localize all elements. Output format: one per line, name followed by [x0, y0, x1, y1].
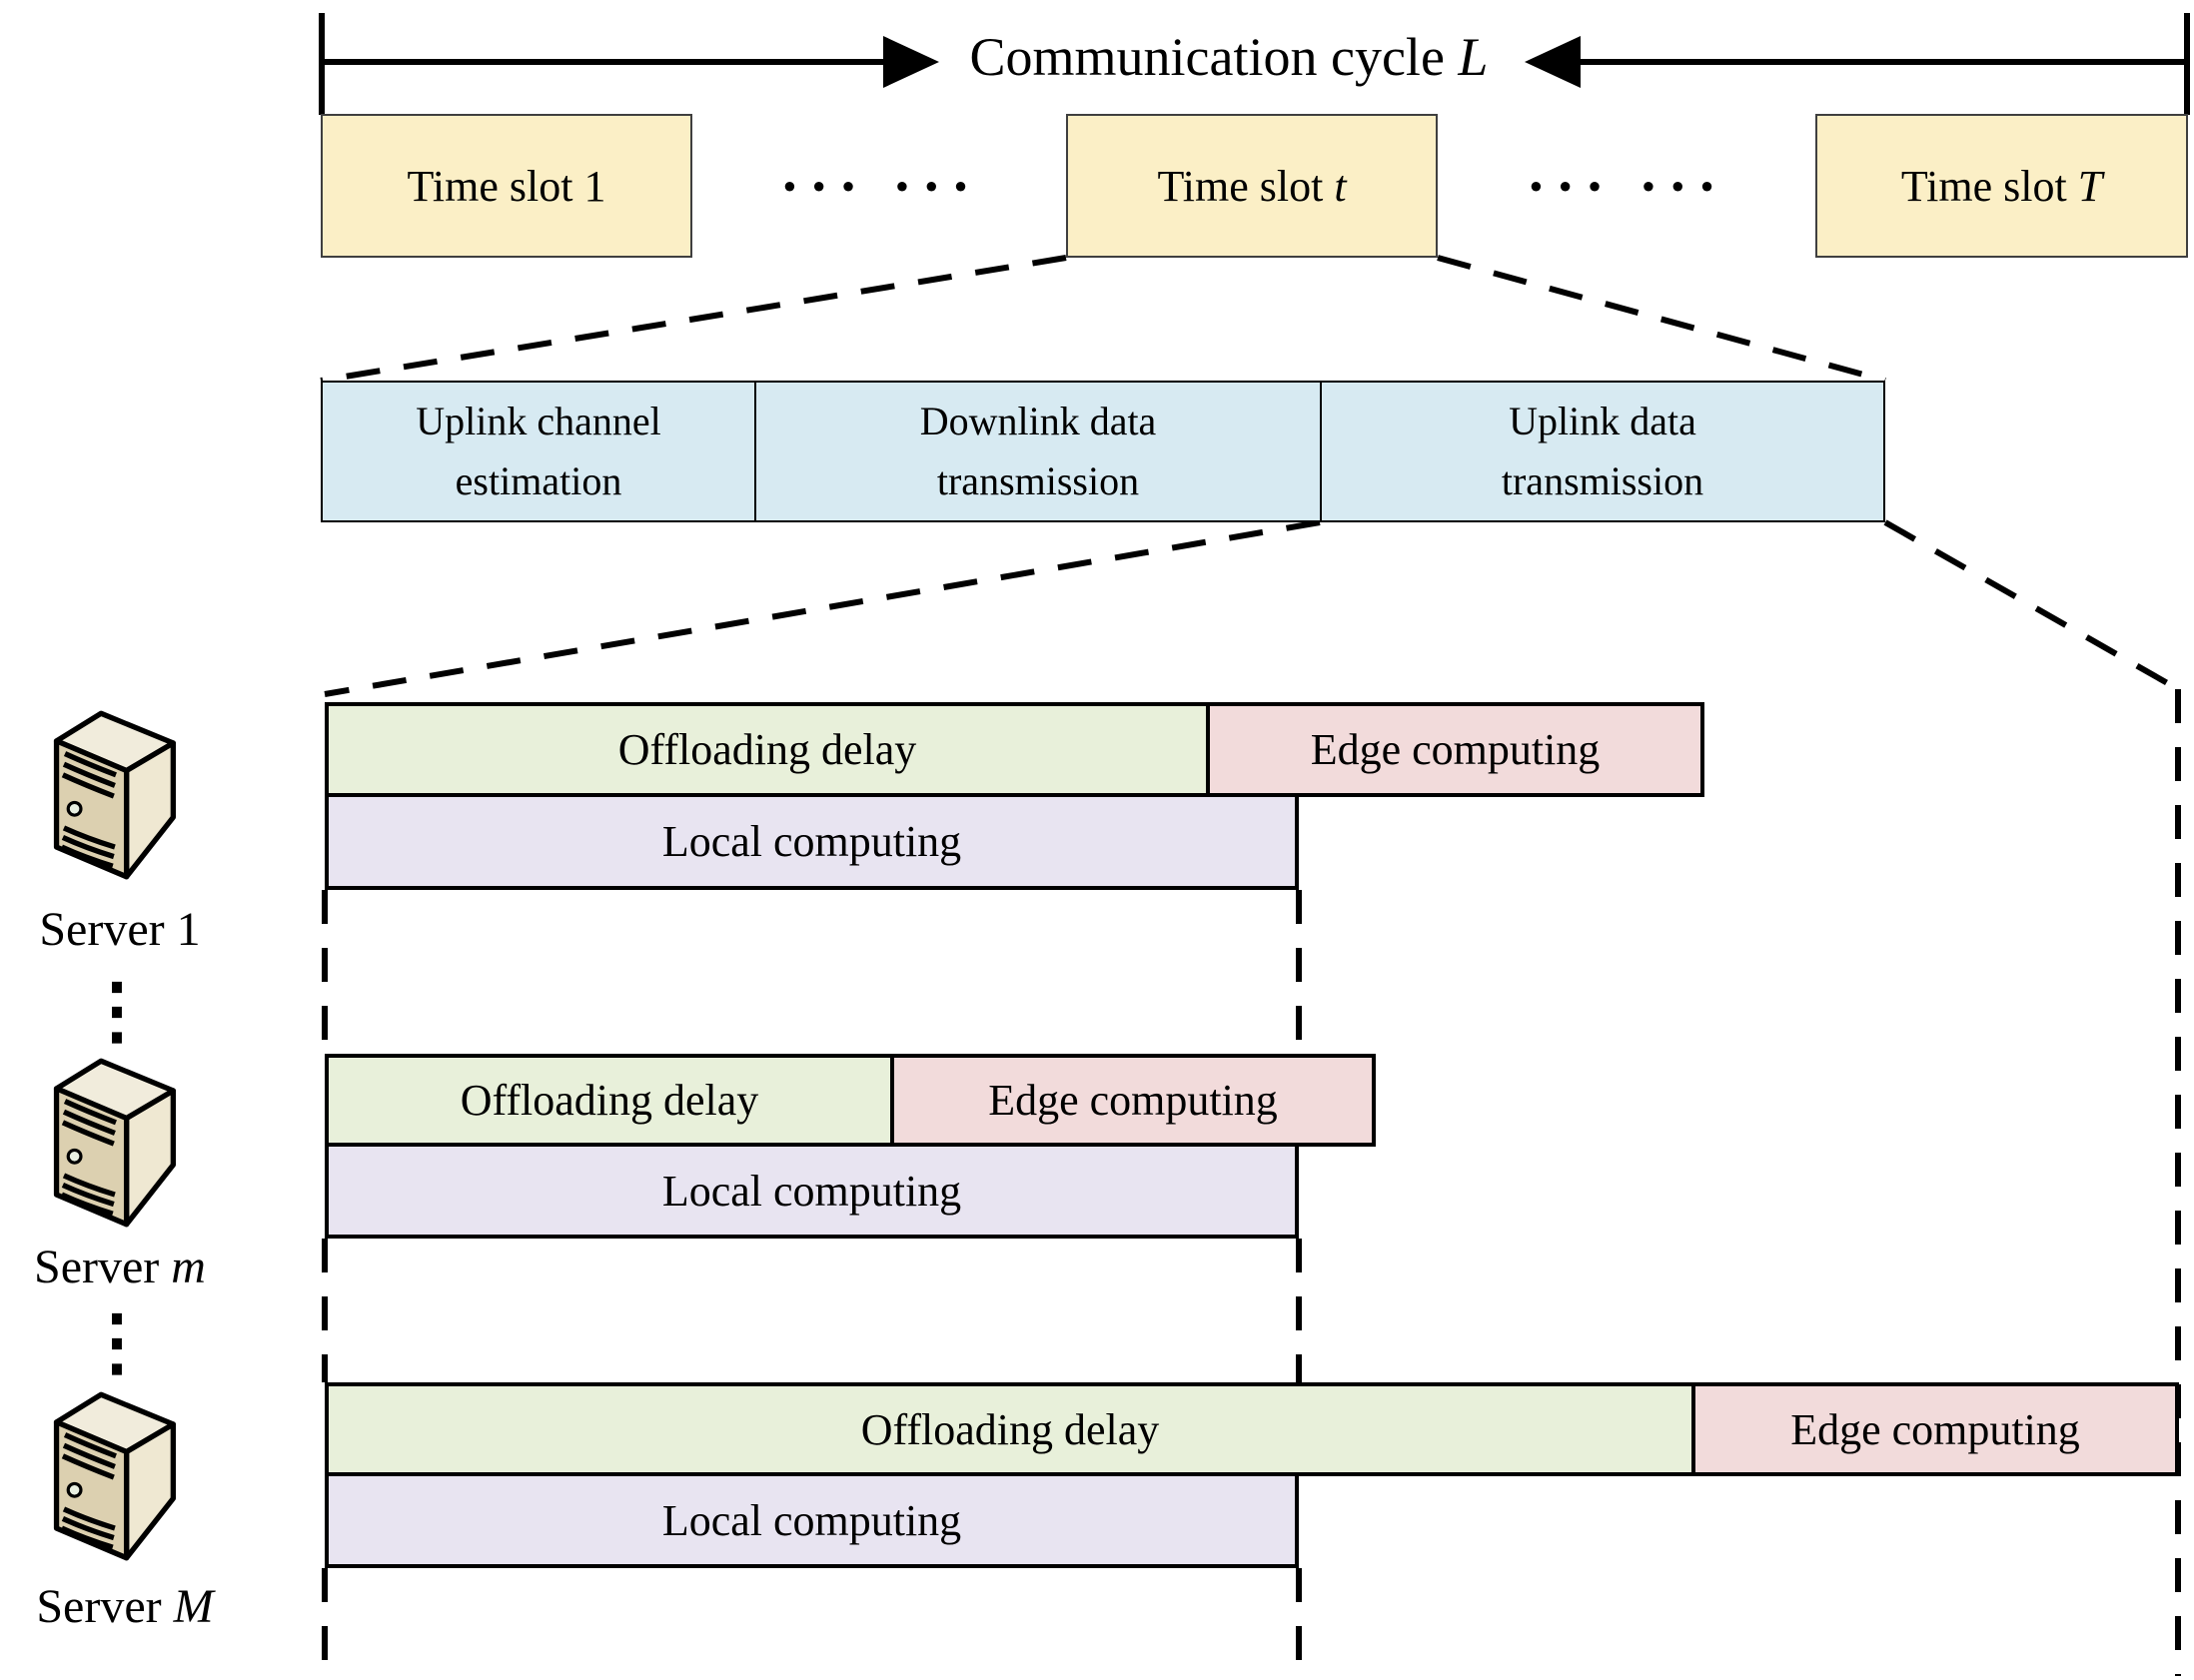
server-1-name: Server	[39, 902, 165, 956]
server-m-label: Server m	[0, 1237, 240, 1296]
uplink-data-transmission-box: Uplink data transmission	[1320, 383, 1883, 520]
communication-cycle-title: Communication cycle L	[919, 24, 1539, 90]
time-slot-t-box: Time slot t	[1066, 114, 1438, 258]
edge-computing-label: Edge computing	[1790, 1404, 2080, 1454]
phase-2-line-2: transmission	[936, 458, 1140, 503]
phase-3-line-1: Uplink data	[1509, 399, 1696, 443]
time-slot-1-symbol: 1	[583, 161, 606, 211]
time-slot-t-label: Time slot	[1157, 161, 1324, 211]
right-arrowhead-icon	[883, 36, 939, 88]
server-1-edge-computing-bar: Edge computing	[1206, 702, 1704, 797]
phase-1-line-2: estimation	[455, 458, 622, 503]
time-slot-T-label: Time slot	[1900, 161, 2067, 211]
server-m-local-computing-bar: Local computing	[325, 1147, 1299, 1239]
phase-expand-dash-right	[1883, 519, 2180, 692]
server-M-symbol: M	[173, 1579, 214, 1633]
server-m-name: Server	[34, 1240, 160, 1293]
server-m-symbol: m	[171, 1240, 206, 1293]
uplink-channel-estimation-box: Uplink channel estimation	[323, 383, 754, 520]
offloading-delay-label: Offloading delay	[860, 1404, 1160, 1454]
vertical-ellipsis-bottom: ⋮	[80, 1302, 154, 1384]
cycle-title-text: Communication cycle	[969, 27, 1445, 87]
phase-3-line-2: transmission	[1501, 458, 1704, 503]
slot-expand-dash-left	[320, 255, 1067, 384]
edge-computing-label: Edge computing	[988, 1076, 1278, 1125]
ellipsis-dots-left: ··· ···	[779, 154, 981, 219]
server-M-edge-computing-bar: Edge computing	[1691, 1382, 2179, 1476]
local-computing-label: Local computing	[661, 1495, 962, 1545]
time-slot-T-symbol: T	[2077, 161, 2103, 211]
server-1-symbol: 1	[176, 902, 201, 956]
cycle-length-symbol: L	[1458, 27, 1489, 87]
server-icon	[53, 1058, 176, 1228]
local-computing-label: Local computing	[661, 1166, 962, 1216]
time-slot-1-label: Time slot	[407, 161, 573, 211]
vertical-ellipsis-top: ⋮	[80, 971, 154, 1053]
slot-expand-dash-right	[1437, 255, 1886, 384]
edge-computing-label: Edge computing	[1310, 725, 1601, 774]
offloading-delay-label: Offloading delay	[460, 1076, 759, 1125]
offloading-delay-label: Offloading delay	[617, 725, 917, 774]
server-1-local-computing-bar: Local computing	[325, 797, 1299, 890]
server-M-name: Server	[36, 1579, 162, 1633]
local-computing-label: Local computing	[661, 817, 962, 866]
server-m-offloading-delay-bar: Offloading delay	[325, 1054, 890, 1147]
server-m-edge-computing-bar: Edge computing	[890, 1054, 1376, 1147]
left-arrowhead-icon	[1525, 36, 1581, 88]
ellipsis-dots-right: ··· ···	[1526, 154, 1727, 219]
downlink-data-transmission-box: Downlink data transmission	[754, 383, 1320, 520]
server-M-offloading-delay-bar: Offloading delay	[325, 1382, 1691, 1476]
phase-1-line-1: Uplink channel	[416, 399, 661, 443]
server-icon	[53, 1391, 176, 1561]
slot-phase-row: Uplink channel estimation Downlink data …	[321, 381, 1885, 522]
server-M-local-computing-bar: Local computing	[325, 1476, 1299, 1568]
time-slot-T-box: Time slot T	[1815, 114, 2188, 258]
server-1-label: Server 1	[0, 899, 240, 959]
phase-2-line-1: Downlink data	[919, 399, 1157, 443]
server-1-offloading-delay-bar: Offloading delay	[325, 702, 1206, 797]
server-M-label: Server M	[0, 1576, 250, 1636]
server-icon	[53, 710, 176, 880]
phase-expand-dash-left	[324, 519, 1321, 697]
time-slot-1-box: Time slot 1	[321, 114, 692, 258]
time-slot-t-symbol: t	[1334, 161, 1347, 211]
